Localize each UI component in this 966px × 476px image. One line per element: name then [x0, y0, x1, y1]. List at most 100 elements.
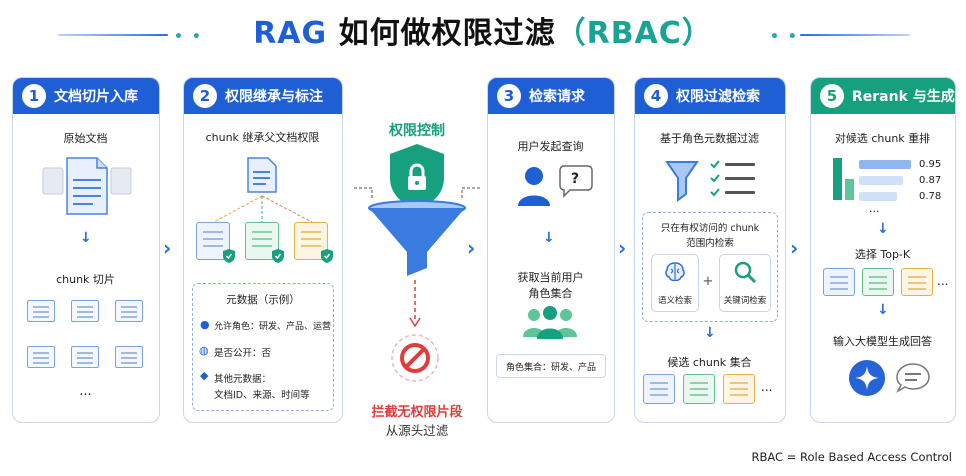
- rerank-label: 对候选 chunk 重排: [834, 132, 931, 145]
- metadata-box: [192, 283, 334, 411]
- user-icon: ●: [200, 318, 210, 331]
- title-dots-left: • •: [174, 29, 203, 45]
- candidate-more: ...: [761, 380, 773, 394]
- step2-number: 2: [193, 84, 217, 108]
- candidate-label: 候选 chunk 集合: [667, 356, 752, 369]
- search-icon: [734, 261, 757, 284]
- step4-down-arrow: ↓: [704, 325, 716, 341]
- brain-icon: [665, 262, 685, 282]
- step1-panel: 1 文档切片入库 原始文档 ↓ chunk 切片 ...: [12, 77, 160, 423]
- step1-down-arrow: ↓: [80, 230, 92, 246]
- step1-chunk-label: chunk 切片: [56, 273, 115, 286]
- chunk-doc: [27, 300, 55, 322]
- candidate-blue: [643, 374, 675, 404]
- rank-bar: [845, 179, 854, 200]
- semantic-card: [651, 254, 699, 312]
- keyword-label: 关键词检索: [723, 296, 767, 306]
- flow-arrow-3: ›: [618, 236, 627, 260]
- step3-title: 检索请求: [529, 89, 585, 105]
- semantic-label: 语义检索: [657, 296, 692, 306]
- score-bar: [859, 176, 903, 185]
- metadata-other-detail: 文档ID、来源、时间等: [214, 390, 310, 401]
- metadata-title: 元数据（示例）: [226, 294, 300, 306]
- filter-checklist-icon: [665, 160, 755, 202]
- step4-number: 4: [644, 84, 668, 108]
- rank-bar: [833, 158, 842, 200]
- user-question-icon: ?: [518, 165, 593, 206]
- step5-down-arrow-2: ↓: [877, 302, 889, 318]
- original-docs-icon: [42, 157, 132, 215]
- topk-yellow: [901, 268, 933, 296]
- candidate-green: [683, 374, 715, 404]
- shield-icon: [272, 249, 284, 263]
- parent-doc-icon: [247, 157, 277, 193]
- score-value: 0.87: [919, 175, 942, 186]
- title-main: 如何做权限过滤: [338, 16, 556, 51]
- step3-down-arrow: ↓: [543, 230, 555, 246]
- step2-subtitle: chunk 继承父文档权限: [205, 131, 320, 144]
- globe-icon: ◍: [199, 344, 209, 357]
- page-title: RAG 如何做权限过滤（RBAC）: [0, 8, 966, 52]
- topk-green: [862, 268, 894, 296]
- step1-original-label: 原始文档: [63, 132, 108, 145]
- step3-query: 用户发起查询: [517, 140, 584, 153]
- metadata-other: 其他元数据：: [214, 374, 272, 385]
- step3-panel: 3 检索请求 用户发起查询 ? ↓ 获取当前用户 角色集合 角色集合：研发、产品: [487, 77, 615, 423]
- chunk-doc: [71, 300, 99, 322]
- score-value: 0.78: [919, 191, 942, 202]
- rerank-more: ...: [869, 202, 880, 215]
- chunk-green: [245, 222, 279, 260]
- step3-get-1: 获取当前用户: [517, 271, 584, 284]
- step3-get-2: 角色集合: [528, 287, 573, 300]
- chat-icon: [896, 363, 930, 393]
- topk-blue: [823, 268, 855, 296]
- tag-icon: ◆: [200, 369, 209, 382]
- topk-label: 选择 Top-K: [854, 248, 911, 261]
- scope-text-2: 范围内检索: [686, 238, 734, 249]
- step4-subtitle: 基于角色元数据过滤: [660, 132, 759, 145]
- topk-more: ...: [937, 274, 949, 288]
- step2-title: 权限继承与标注: [225, 89, 323, 105]
- step3-header: 3 检索请求: [488, 78, 614, 114]
- title-rbac: （RBAC）: [555, 16, 713, 51]
- flow-arrow-1: ›: [163, 236, 172, 260]
- filter-block-2: 从源头过滤: [385, 423, 449, 438]
- score-value: 0.95: [919, 159, 942, 170]
- flow-arrow-2: ›: [467, 236, 476, 260]
- step4-header: 4 权限过滤检索: [635, 78, 785, 114]
- ai-sparkle-icon: [849, 360, 885, 396]
- footnote: RBAC = Role Based Access Control: [751, 450, 952, 464]
- step5-number: 5: [820, 84, 844, 108]
- metadata-allowed: 允许角色：研发、产品、运营: [214, 322, 332, 332]
- step1-more: ...: [79, 384, 92, 399]
- step5-title: Rerank 与生成: [852, 89, 955, 105]
- shield-icon: [321, 249, 333, 263]
- step5-header: 5 Rerank 与生成: [811, 78, 955, 114]
- roles-text: 角色集合：研发、产品: [505, 363, 596, 373]
- roles-box: [496, 354, 606, 378]
- step5-down-arrow-1: ↓: [877, 221, 889, 237]
- svg-text:?: ?: [571, 171, 579, 187]
- scope-box: [642, 212, 778, 322]
- step1-title: 文档切片入库: [54, 89, 138, 105]
- flow-arrow-4: ›: [790, 236, 799, 260]
- chunk-doc: [115, 346, 143, 368]
- block-path: [409, 280, 421, 328]
- chunk-doc: [71, 346, 99, 368]
- title-dots-right: • •: [770, 29, 799, 45]
- step2-header: 2 权限继承与标注: [184, 78, 342, 114]
- plus-sign: +: [702, 274, 714, 289]
- step3-number: 3: [497, 84, 521, 108]
- score-bar: [859, 192, 897, 201]
- inherit-lines: [213, 195, 313, 223]
- candidate-yellow: [723, 374, 755, 404]
- chunk-doc: [115, 300, 143, 322]
- step2-panel: 2 权限继承与标注 chunk 继承父文档权限 元数据（示例） ● 允许角色：研…: [183, 77, 343, 423]
- step5-panel: 5 Rerank 与生成 对候选 chunk 重排 0.95 0.87 0.78…: [810, 77, 956, 423]
- step4-title: 权限过滤检索: [676, 89, 760, 105]
- step1-number: 1: [22, 84, 46, 108]
- title-deco-right: [800, 34, 910, 36]
- shield-icon: [223, 249, 235, 263]
- score-bar: [859, 160, 911, 169]
- chunk-doc: [27, 346, 55, 368]
